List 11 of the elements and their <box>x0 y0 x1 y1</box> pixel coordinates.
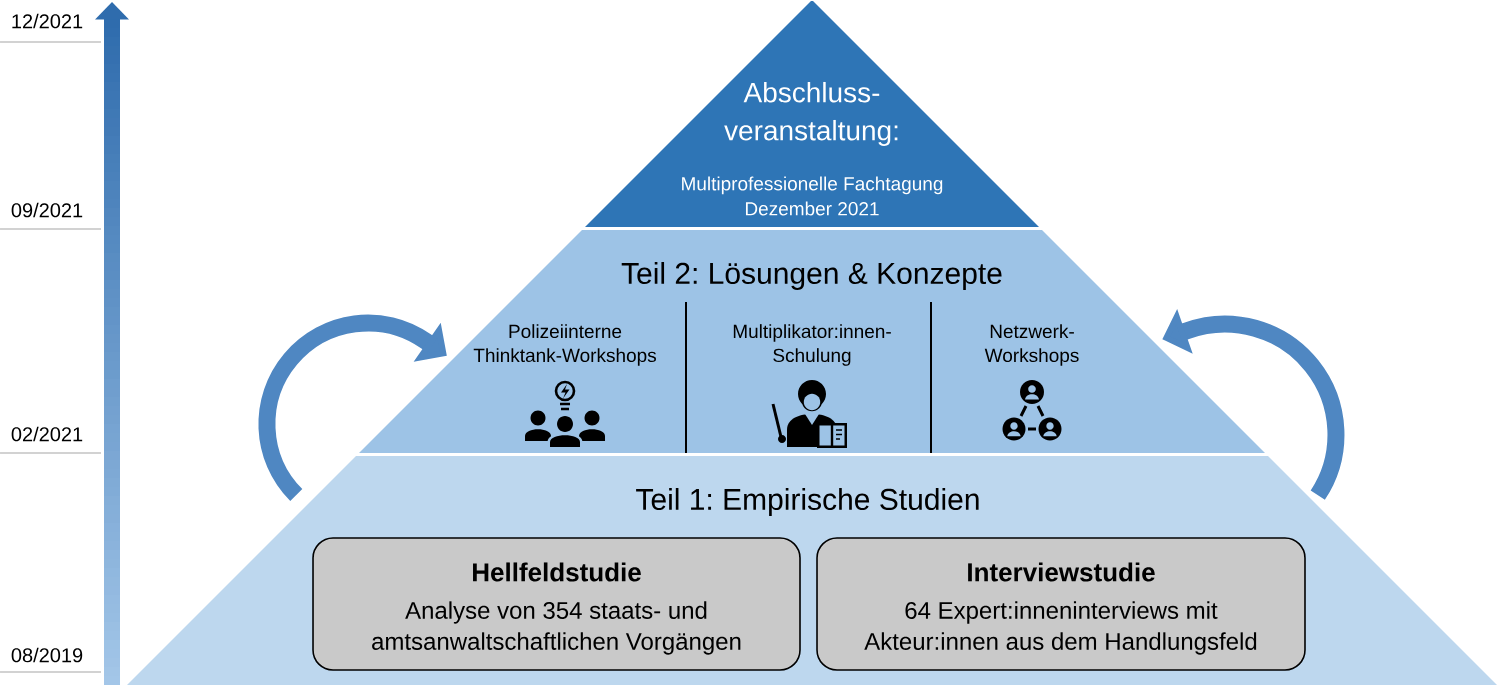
date-label: 09/2021 <box>11 202 83 218</box>
curved-arrow <box>258 314 447 501</box>
date-label: 08/2019 <box>11 647 83 663</box>
pyramid-tier: Abschluss- veranstaltung: Multiprofessionelle Fachtagung Dezember 2021 <box>585 1 1039 227</box>
column-label: Netzwerk- Workshops <box>984 324 1079 366</box>
study-box: Interviewstudie 64 Expert:inneninterviews mit Akteur:innen aus dem Handlungsfeld <box>816 537 1306 671</box>
column-label: Polizeiinterne Thinktank-Workshops <box>473 324 656 366</box>
study-box: Hellfeldstudie Analyse von 354 staats- und amtsanwaltschaftlichen Vorgängen <box>312 537 801 671</box>
column-label: Multiplikator:innen- Schulung <box>733 324 891 366</box>
date-label: 02/2021 <box>11 426 83 442</box>
date-label: 12/2021 <box>12 13 83 29</box>
